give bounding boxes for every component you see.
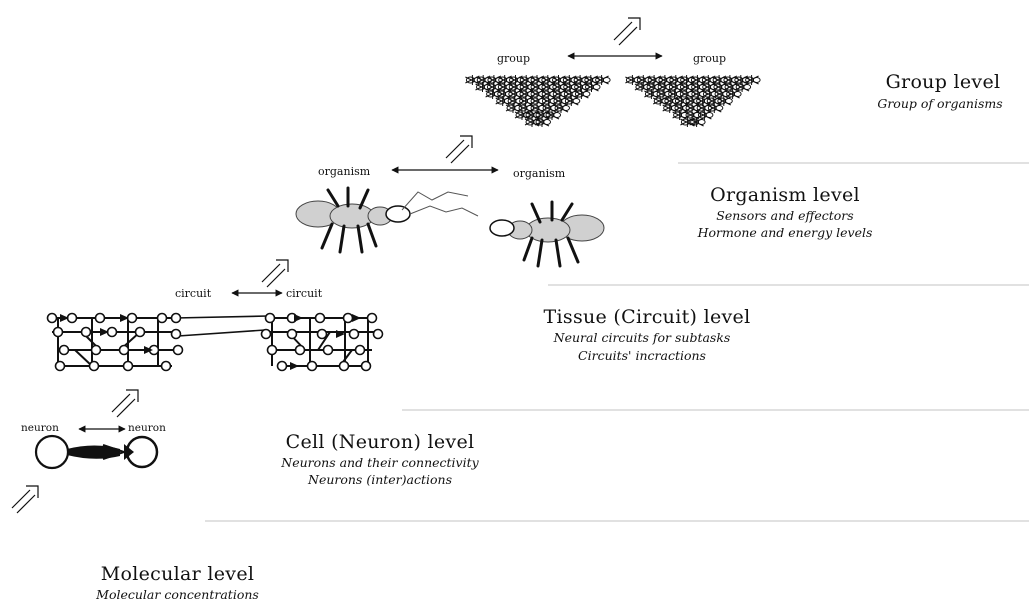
group-label-right: group <box>693 52 726 65</box>
cell-level-desc-1: Neurons and their connectivity <box>240 455 520 470</box>
organism-label-right: organism <box>513 167 565 180</box>
organism-label-left: organism <box>318 165 370 178</box>
interaction-arrows <box>79 56 662 429</box>
tissue-level-desc-1: Neural circuits for subtasks <box>512 330 772 345</box>
circuit-label-left: circuit <box>175 287 211 300</box>
neuron-label-right: neuron <box>128 422 166 434</box>
group-swarm-left <box>465 75 610 127</box>
tissue-level-title: Tissue (Circuit) level <box>512 306 782 328</box>
group-swarm-right <box>625 75 760 127</box>
tissue-level-desc-2: Circuits' incractions <box>512 348 772 363</box>
group-level-desc-1: Group of organisms <box>852 96 1028 111</box>
circuit-label-right: circuit <box>286 287 322 300</box>
group-level-title: Group level <box>858 71 1028 93</box>
organism-level-desc-1: Sensors and effectors <box>685 208 885 223</box>
molecular-level-title: Molecular level <box>70 563 285 585</box>
molecular-level-desc-1: Molecular concentrations <box>55 587 300 602</box>
cell-level-title: Cell (Neuron) level <box>240 431 520 453</box>
circuit-graphic <box>52 316 378 366</box>
group-graphic <box>465 75 760 127</box>
organism-level-desc-2: Hormone and energy levels <box>670 225 900 240</box>
neuron-label-left: neuron <box>21 422 59 434</box>
circuit-nodes <box>48 314 383 371</box>
neuron-pair-graphic <box>36 436 157 468</box>
organism-graphic <box>296 188 604 266</box>
group-label-left: group <box>497 52 530 65</box>
cell-level-desc-2: Neurons (inter)actions <box>240 472 520 487</box>
organism-level-title: Organism level <box>685 184 885 206</box>
